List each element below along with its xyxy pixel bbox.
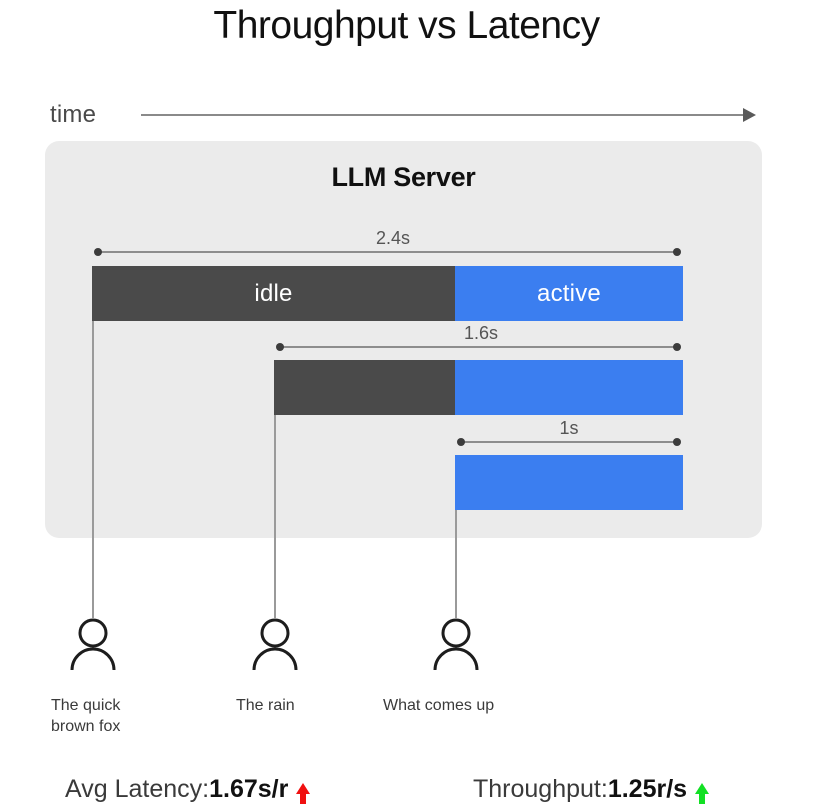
connector-line-row-3 — [455, 510, 457, 618]
arrow-up-green-icon — [695, 783, 710, 804]
time-axis-label: time — [50, 101, 97, 128]
measure-rule-row-1 — [94, 248, 681, 256]
avg-latency-stat: Avg Latency: 1.67s/r — [65, 775, 311, 804]
bar-segment-active-row-1: active — [455, 266, 683, 321]
bar-segment-active-row-2 — [455, 360, 683, 415]
time-axis-line — [141, 114, 745, 116]
llm-server-panel: LLM Server — [45, 141, 762, 538]
measure-label-row-1: 2.4s — [375, 228, 411, 248]
person-icon-3 — [428, 618, 484, 671]
measure-label-row-3: 1s — [559, 418, 579, 438]
person-label-3: What comes up — [383, 697, 495, 714]
throughput-prefix: Throughput: — [473, 775, 608, 803]
measure-rule-row-2 — [276, 343, 681, 351]
person-label-2: The rain — [236, 697, 295, 714]
arrow-right-icon — [743, 108, 756, 122]
bar-segment-idle-row-2 — [274, 360, 455, 415]
connector-line-row-2 — [274, 415, 276, 618]
timeline-bar-row-2 — [274, 360, 683, 415]
bar-segment-active-row-3 — [455, 455, 683, 510]
connector-line-row-1 — [92, 321, 94, 618]
page-title: Throughput vs Latency — [213, 4, 600, 47]
timeline-bar-row-1: idle active — [92, 266, 683, 321]
arrow-up-red-icon — [296, 783, 311, 804]
timeline-bar-row-3 — [455, 455, 683, 510]
llm-server-title: LLM Server — [331, 162, 476, 192]
throughput-stat: Throughput: 1.25r/s — [473, 775, 710, 804]
avg-latency-prefix: Avg Latency: — [65, 775, 210, 803]
bar-segment-idle-row-1: idle — [92, 266, 455, 321]
person-icon-1 — [65, 618, 121, 671]
measure-label-row-2: 1.6s — [463, 323, 499, 343]
avg-latency-value: 1.67s/r — [209, 775, 289, 803]
person-icon-2 — [247, 618, 303, 671]
measure-rule-row-3 — [457, 438, 681, 446]
throughput-value: 1.25r/s — [607, 775, 688, 803]
person-label-1: The quick brown fox — [51, 697, 121, 735]
